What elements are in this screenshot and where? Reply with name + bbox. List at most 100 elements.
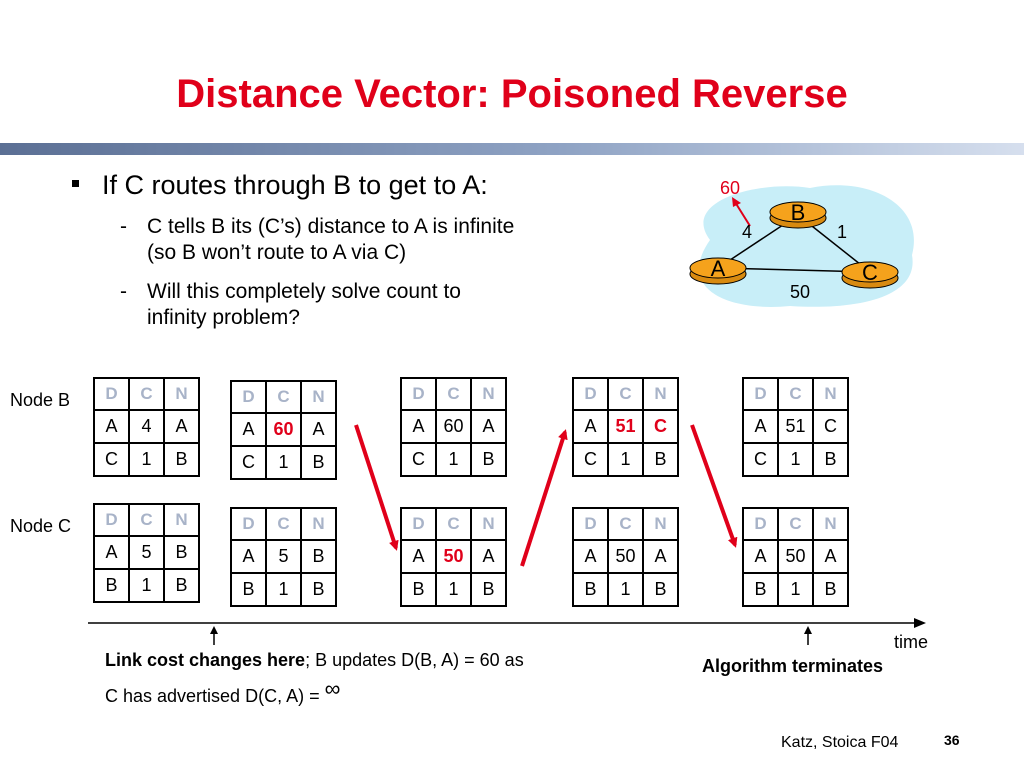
table-cell: 1 [128,568,165,603]
table-cell: A [572,409,609,444]
table-cell: A [742,409,779,444]
header-cell: C [777,507,814,541]
subpoint-1-line-2: (so B won’t route to A via C) [147,241,407,264]
cost-change-arrowhead [732,197,741,207]
table-cell: 1 [435,442,472,477]
slide-title: Distance Vector: Poisoned Reverse [176,72,848,116]
table-cell: B [470,442,507,477]
cost-a-b: 4 [742,222,752,242]
node-b-label: Node B [10,390,71,410]
table-cell: 50 [777,539,814,574]
header-cell: N [300,380,337,414]
header-cell: N [812,507,849,541]
header-cell: C [128,377,165,411]
arrow-b-to-c-2 [690,424,738,548]
bullet-main: If C routes through B to get to A: [102,170,488,200]
table-cell: B [163,535,200,570]
table-cell: B [300,539,337,574]
subpoint-2-dash: - [120,280,127,303]
header-cell: D [572,377,609,411]
node-c-label: Node C [10,516,72,536]
table-cell: C [812,409,849,444]
page-number: 36 [944,732,960,748]
table-cell: B [642,572,679,607]
header-cell: C [607,377,644,411]
table-cell: B [163,442,200,477]
table-cell: B [812,572,849,607]
table-cell: A [93,409,130,444]
table-cell: B [230,572,267,607]
table-cell: B [642,442,679,477]
header-cell: D [230,380,267,414]
header-cell: C [435,507,472,541]
table-cell: A [163,409,200,444]
table-cell: 4 [128,409,165,444]
cost-change-arrow [734,201,751,227]
table-cell: A [742,539,779,574]
table-cell: 51 [607,409,644,444]
table-cell: 1 [435,572,472,607]
table-cell: C [742,442,779,477]
header-cell: D [572,507,609,541]
table-cell: 1 [265,572,302,607]
table-cell: A [642,539,679,574]
table-cell: A [93,535,130,570]
router-b [769,201,827,223]
header-cell: D [742,377,779,411]
table-cell: B [300,572,337,607]
header-cell: D [93,503,130,537]
table-cell: A [230,539,267,574]
table-cell: 1 [777,442,814,477]
arrow-b-to-c-1 [354,424,399,551]
table-cell: B [812,442,849,477]
table-cell: A [470,409,507,444]
link-change-caption-line2-text: C has advertised D(C, A) = [105,686,325,706]
router-c-label: C [862,260,878,285]
table-cell: B [400,572,437,607]
table-cell: C [642,409,679,444]
table-cell: 1 [777,572,814,607]
header-cell: C [435,377,472,411]
subpoint-2-line-2: infinity problem? [147,306,300,329]
header-cell: N [812,377,849,411]
title-divider-bar [0,143,1024,155]
table-cell: 51 [777,409,814,444]
header-cell: C [265,507,302,541]
header-cell: N [470,507,507,541]
header-cell: N [642,377,679,411]
link-change-caption-line2: C has advertised D(C, A) = ∞ [105,676,340,708]
subpoint-2-line-1: Will this completely solve count to [147,280,461,303]
table-cell: 60 [265,412,302,447]
header-cell: C [607,507,644,541]
link-change-caption-rest: ; B updates D(B, A) = 60 as [305,650,524,670]
table-cell: B [742,572,779,607]
table-cell: B [470,572,507,607]
link-change-marker-head [210,626,218,634]
header-cell: D [400,377,437,411]
header-cell: D [93,377,130,411]
subpoint-1: - [120,214,127,240]
table-cell: A [572,539,609,574]
footer-credit: Katz, Stoica F04 [781,734,899,751]
